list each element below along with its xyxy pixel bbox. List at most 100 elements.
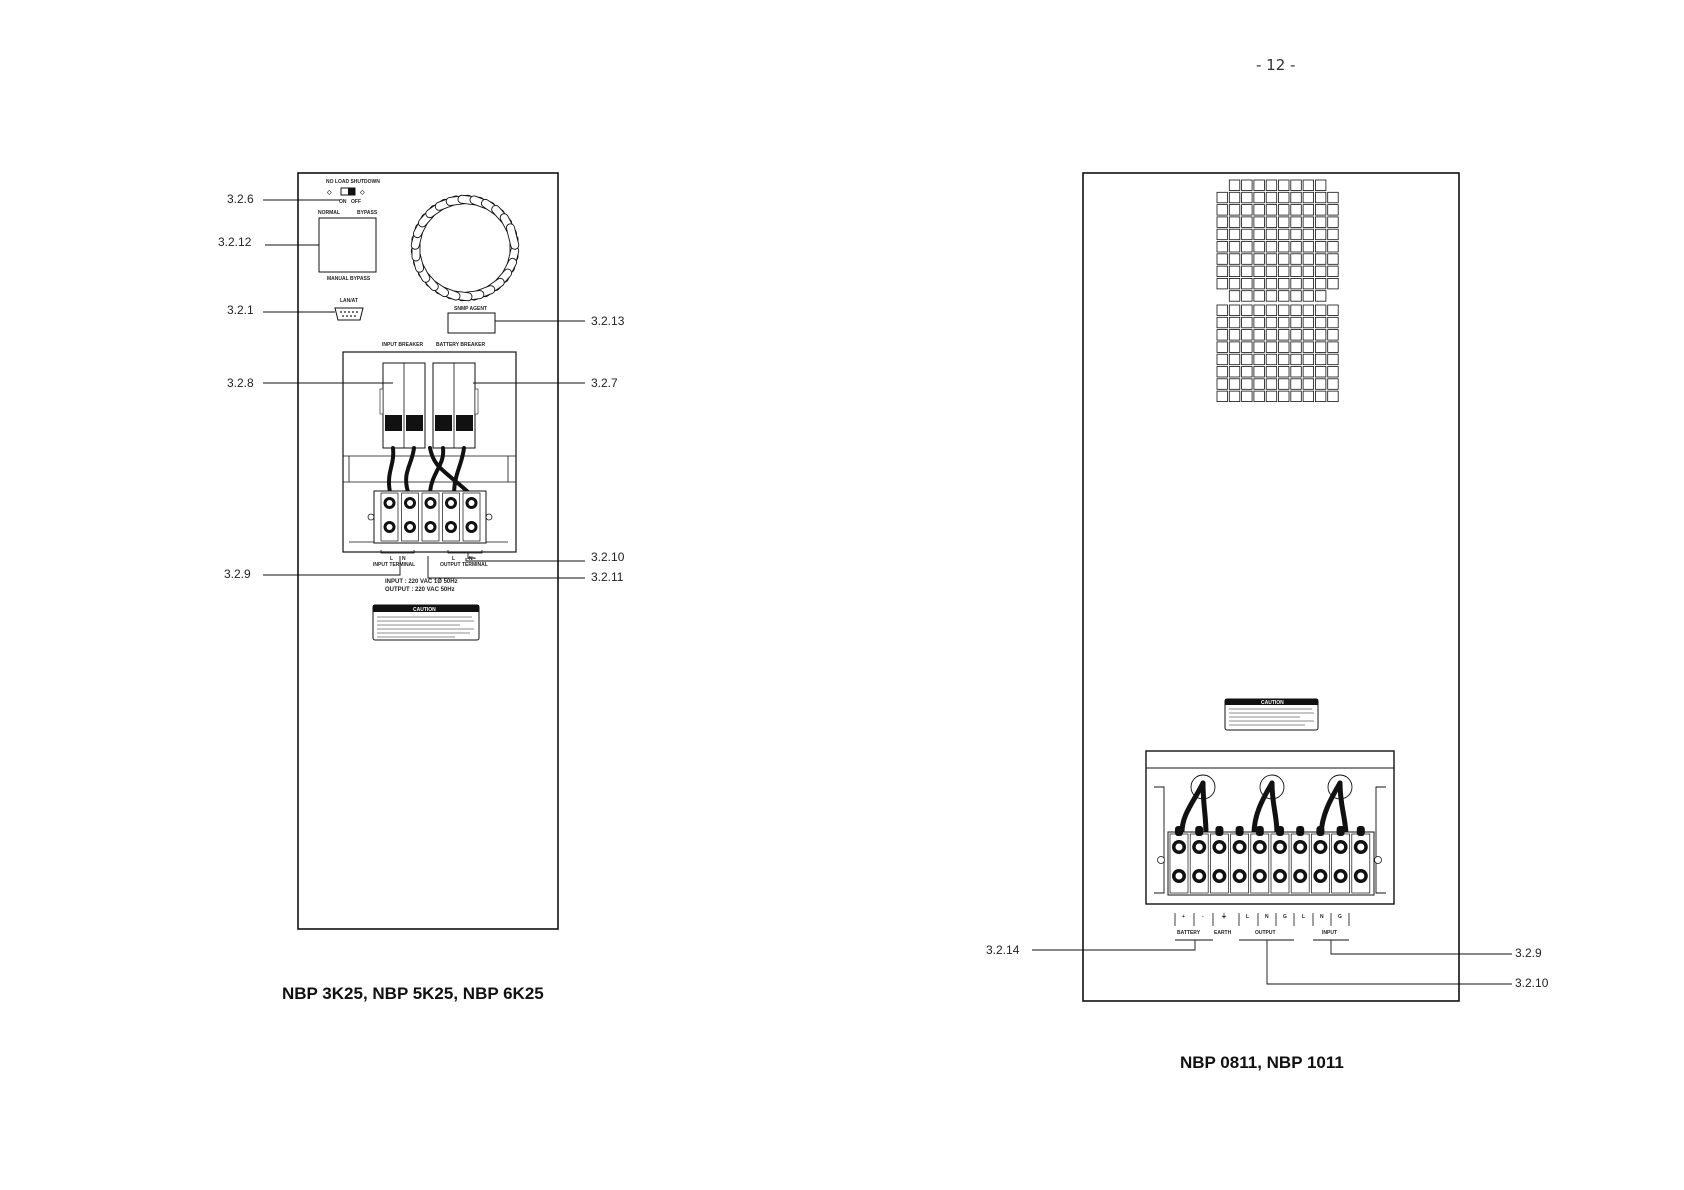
vent-square bbox=[1315, 316, 1327, 329]
right-terminal-screw-slot bbox=[1215, 872, 1223, 880]
terminal-screw-slot bbox=[468, 500, 475, 506]
vent-square bbox=[1265, 390, 1278, 403]
vent-square bbox=[1315, 277, 1327, 290]
input-l-label: L bbox=[390, 556, 393, 562]
vent-square bbox=[1253, 241, 1265, 253]
vent-square bbox=[1278, 329, 1290, 341]
lan-at-label: LAN/AT bbox=[340, 298, 358, 304]
vent-square bbox=[1278, 341, 1290, 353]
callout-3-2-7: 3.2.7 bbox=[591, 376, 618, 390]
vent-square bbox=[1241, 353, 1253, 366]
left-caution-heading: CAUTION bbox=[413, 607, 436, 613]
right-terminal-screw-slot bbox=[1296, 843, 1304, 851]
vent-square bbox=[1327, 265, 1339, 278]
vent-square bbox=[1216, 316, 1228, 329]
fan-slot bbox=[505, 223, 520, 250]
snmp-agent-slot[interactable] bbox=[447, 312, 496, 334]
left-leader-lines bbox=[263, 199, 585, 579]
cable-lug bbox=[1195, 826, 1204, 836]
vent-square bbox=[1265, 353, 1278, 366]
mount-hole bbox=[367, 513, 375, 521]
enclosure-inner-shelf bbox=[343, 455, 516, 543]
vent-square bbox=[1253, 304, 1265, 316]
vent-square bbox=[1315, 265, 1327, 278]
vent-square bbox=[1315, 228, 1327, 241]
callout-3-2-14: 3.2.14 bbox=[986, 943, 1020, 957]
right-terminal-screw-slot bbox=[1337, 872, 1345, 880]
left-figure-diagram: NO LOAD SHUTDOWN ◇ ◇ ON OFF NORMAL BYPAS… bbox=[218, 172, 625, 930]
vent-square bbox=[1216, 216, 1228, 228]
vent-square bbox=[1253, 191, 1265, 204]
vent-square bbox=[1278, 304, 1290, 316]
vent-square bbox=[1216, 228, 1228, 241]
vent-square bbox=[1241, 378, 1253, 390]
vent-square bbox=[1253, 179, 1265, 191]
vent-square bbox=[1216, 304, 1228, 316]
vent-square bbox=[1302, 316, 1314, 329]
battery-breaker[interactable] bbox=[432, 362, 479, 449]
vent-square bbox=[1228, 265, 1241, 278]
left-cabinet-outline bbox=[297, 172, 559, 930]
vent-square bbox=[1315, 366, 1327, 378]
right-terminal-block[interactable] bbox=[1157, 826, 1382, 896]
vent-square bbox=[1228, 316, 1241, 329]
vent-grid bbox=[1216, 179, 1339, 403]
manual-bypass-label: MANUAL BYPASS bbox=[327, 276, 371, 282]
right-terminal-screw-slot bbox=[1215, 843, 1223, 851]
vent-square bbox=[1265, 277, 1278, 290]
callout-3-2-6: 3.2.6 bbox=[227, 192, 254, 206]
vent-square bbox=[1290, 179, 1302, 191]
vent-square bbox=[1302, 253, 1314, 265]
vent-square bbox=[1228, 191, 1241, 204]
output-terminal-label: OUTPUT TERMINAL bbox=[440, 562, 488, 568]
vent-square bbox=[1278, 241, 1290, 253]
vent-square bbox=[1315, 204, 1327, 216]
cable-lug bbox=[1276, 826, 1284, 836]
switch-on-label: ON bbox=[339, 199, 347, 205]
vent-square bbox=[1253, 366, 1265, 378]
vent-square bbox=[1327, 353, 1339, 366]
manual-bypass-switch[interactable] bbox=[318, 217, 377, 273]
right-terminal-screw-slot bbox=[1357, 872, 1365, 880]
vent-square bbox=[1278, 366, 1290, 378]
vent-square bbox=[1216, 204, 1228, 216]
normal-label: NORMAL bbox=[318, 210, 340, 216]
earth-symbol-icon: ⏚ bbox=[1221, 913, 1227, 920]
vent-square bbox=[1265, 378, 1278, 390]
vent-square bbox=[1265, 204, 1278, 216]
battery-breaker-label: BATTERY BREAKER bbox=[436, 342, 485, 348]
vent-square bbox=[1327, 216, 1339, 228]
vent-square bbox=[1315, 290, 1327, 302]
vent-square bbox=[1228, 304, 1241, 316]
vent-square bbox=[1241, 341, 1253, 353]
vent-square bbox=[1253, 329, 1265, 341]
input-n: N bbox=[1320, 914, 1324, 920]
vent-square bbox=[1302, 241, 1314, 253]
vent-square bbox=[1278, 253, 1290, 265]
breaker-enclosure bbox=[342, 351, 517, 553]
lan-at-port[interactable] bbox=[334, 307, 364, 321]
vent-square bbox=[1278, 191, 1290, 204]
vent-square bbox=[1241, 277, 1253, 290]
input-breaker[interactable] bbox=[379, 362, 426, 449]
vent-square bbox=[1228, 390, 1241, 403]
vent-square bbox=[1278, 316, 1290, 329]
left-terminal-block[interactable] bbox=[367, 490, 493, 544]
vent-square bbox=[1290, 329, 1302, 341]
vent-square bbox=[1228, 277, 1241, 290]
vent-square bbox=[1327, 329, 1339, 341]
terminal-screw-slot bbox=[407, 500, 413, 506]
vent-square bbox=[1315, 390, 1327, 403]
vent-square bbox=[1290, 290, 1302, 302]
switch-off-label: OFF bbox=[351, 199, 361, 205]
vent-square bbox=[1241, 390, 1253, 403]
vent-square bbox=[1265, 329, 1278, 341]
vent-square bbox=[1327, 277, 1339, 290]
cable-lug bbox=[1255, 826, 1264, 836]
vent-square bbox=[1278, 277, 1290, 290]
cable-lug bbox=[1235, 826, 1244, 836]
vent-square bbox=[1278, 228, 1290, 241]
right-terminal-screw-slot bbox=[1316, 872, 1324, 880]
vent-square bbox=[1241, 265, 1253, 278]
vent-square bbox=[1290, 277, 1302, 290]
